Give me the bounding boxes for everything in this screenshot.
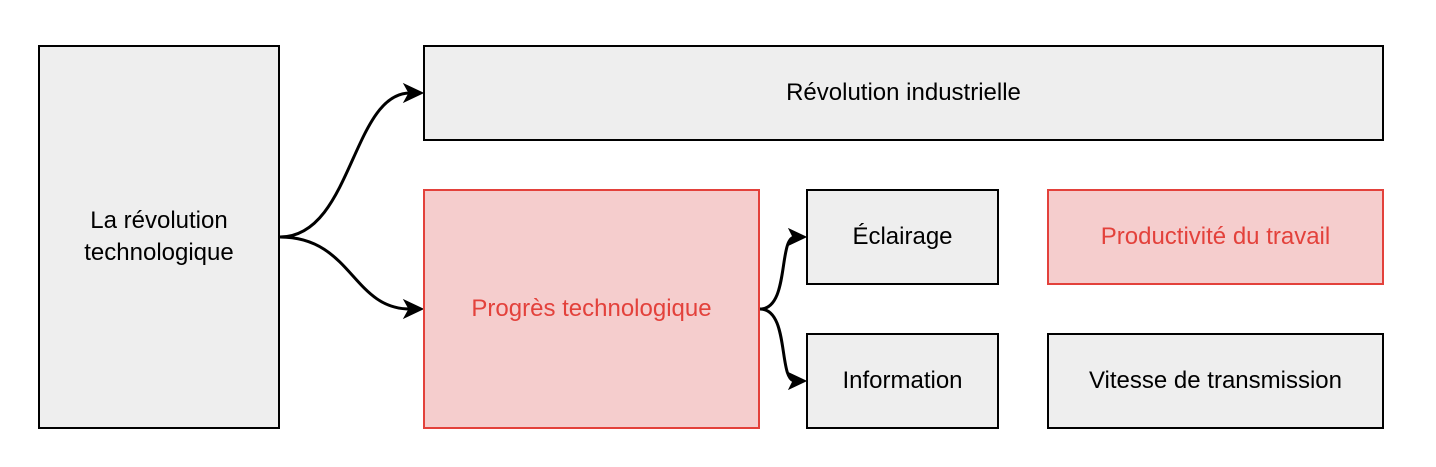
arrowhead-lighting	[787, 227, 808, 247]
node-information[interactable]: Information	[806, 333, 999, 429]
edge-root-to-progress	[279, 235, 411, 311]
arrowhead-information	[787, 371, 808, 391]
node-transmission-speed-label: Vitesse de transmission	[1088, 367, 1342, 394]
node-labor-productivity[interactable]: Productivité du travail	[1047, 189, 1384, 285]
node-technological-progress[interactable]: Progrès technologique	[423, 189, 760, 429]
node-root-label: La révolution technologique	[84, 207, 234, 266]
node-lighting-label: Éclairage	[852, 223, 953, 250]
node-labor-productivity-label: Productivité du travail	[1100, 223, 1331, 250]
edge-progress-to-lighting	[759, 235, 796, 311]
edge-root-to-industrial	[279, 91, 411, 239]
node-industrial-revolution[interactable]: Révolution industrielle	[423, 45, 1384, 141]
node-root[interactable]: La révolution technologique	[38, 45, 280, 429]
arrowhead-progress	[402, 298, 425, 320]
edge-progress-to-information	[759, 307, 796, 383]
node-technological-progress-label: Progrès technologique	[471, 295, 712, 322]
node-lighting[interactable]: Éclairage	[806, 189, 999, 285]
arrowhead-industrial	[402, 82, 425, 104]
node-information-label: Information	[842, 367, 963, 394]
node-transmission-speed[interactable]: Vitesse de transmission	[1047, 333, 1384, 429]
node-industrial-revolution-label: Révolution industrielle	[786, 79, 1021, 106]
